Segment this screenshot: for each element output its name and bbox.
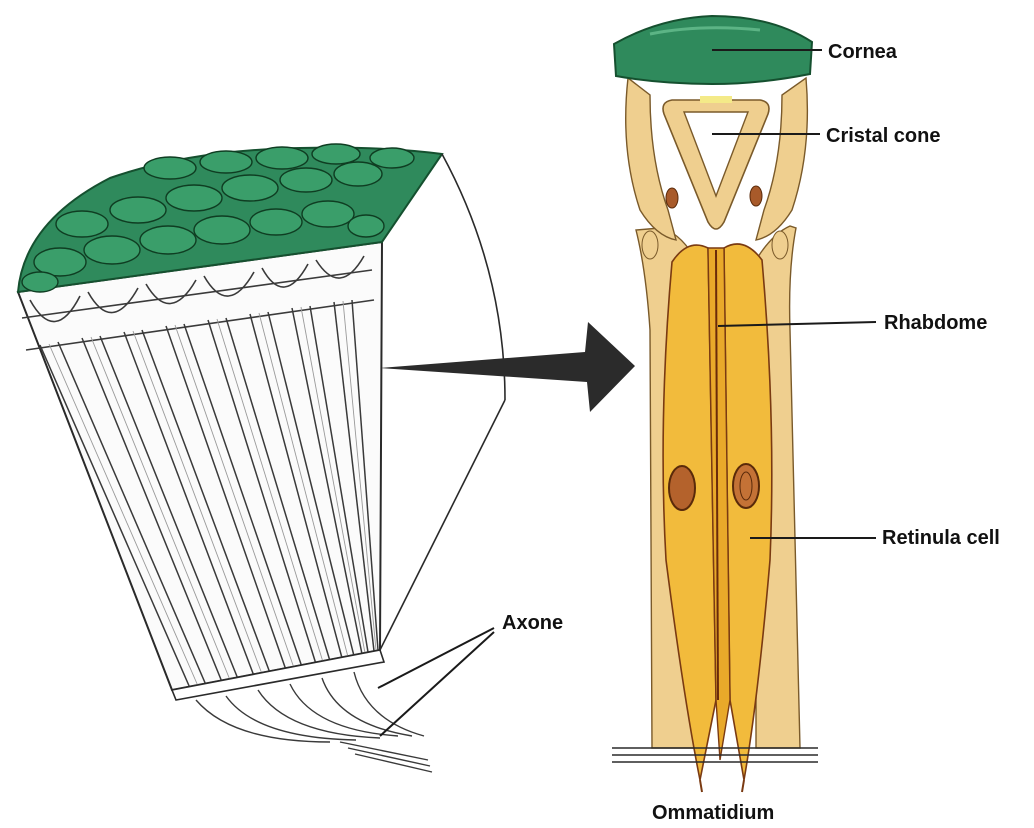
pigment-granule-left [666,188,678,208]
cone-base-right [772,231,788,259]
label-cristal-cone: Cristal cone [826,126,940,146]
nucleus-right [733,464,759,508]
cone-lens-strip [700,96,732,103]
ommatidium-axons [700,780,744,792]
nucleus-left [669,466,695,510]
compound-eye-section [18,144,505,772]
label-cornea: Cornea [828,42,897,62]
leader-axone-lower [380,632,494,736]
ommatidium-detail [612,16,818,792]
magnify-arrow [380,322,635,412]
cone-base-left [642,231,658,259]
leader-axone-upper [378,628,494,688]
pigment-granule-right [750,186,762,206]
label-axone: Axone [502,613,563,633]
label-rhabdome: Rhabdome [884,313,987,333]
magnify-line-bottom [380,400,505,650]
ommatidium-basement-membrane [612,748,818,762]
label-retinula-cell: Retinula cell [882,528,1000,548]
label-ommatidium: Ommatidium [652,803,774,823]
